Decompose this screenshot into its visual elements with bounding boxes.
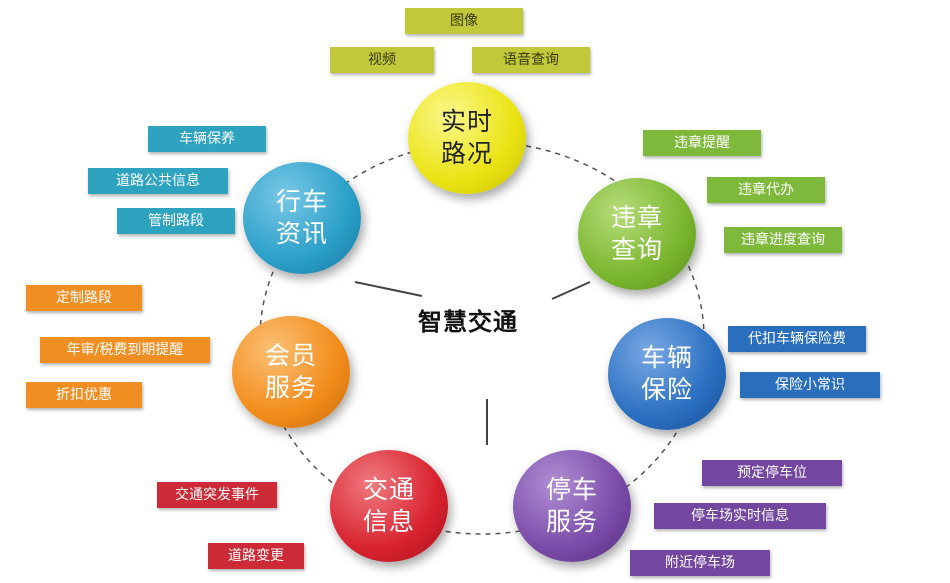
node-insurance[interactable]: 车辆 保险 (608, 318, 726, 430)
node-traffic[interactable]: 实时 路况 (408, 82, 526, 194)
node-news[interactable]: 行车 资讯 (243, 162, 361, 274)
node-parking[interactable]: 停车 服务 (513, 450, 631, 562)
node-member-label: 会员 服务 (264, 341, 317, 402)
tag-road-public-info[interactable]: 道路公共信息 (88, 168, 228, 194)
node-insurance-label: 车辆 保险 (640, 343, 693, 404)
tag-reserve-parking[interactable]: 预定停车位 (702, 460, 842, 486)
tag-nearby-parking[interactable]: 附近停车场 (630, 550, 770, 576)
tag-violation-progress[interactable]: 违章进度查询 (724, 227, 842, 253)
tag-insurance-tips[interactable]: 保险小常识 (740, 372, 880, 398)
node-news-label: 行车 资讯 (275, 187, 328, 248)
tag-violation-reminder[interactable]: 违章提醒 (643, 130, 761, 156)
node-info[interactable]: 交通 信息 (330, 450, 448, 562)
node-info-label: 交通 信息 (362, 475, 415, 536)
node-traffic-label: 实时 路况 (440, 107, 493, 168)
tag-traffic-incident[interactable]: 交通突发事件 (157, 482, 277, 508)
tag-video[interactable]: 视频 (330, 47, 434, 73)
tag-parking-realtime[interactable]: 停车场实时信息 (654, 503, 826, 529)
tag-insurance-deduct[interactable]: 代扣车辆保险费 (728, 326, 866, 352)
center-title: 智慧交通 (418, 308, 518, 336)
tag-renewal-reminder[interactable]: 年审/税费到期提醒 (40, 337, 210, 363)
tag-road-change[interactable]: 道路变更 (208, 543, 304, 569)
tag-vehicle-maintenance[interactable]: 车辆保养 (148, 126, 266, 152)
node-violation[interactable]: 违章 查询 (578, 178, 696, 290)
tag-custom-route[interactable]: 定制路段 (26, 285, 142, 311)
node-member[interactable]: 会员 服务 (232, 316, 350, 428)
node-violation-label: 违章 查询 (610, 203, 663, 264)
tag-discount[interactable]: 折扣优惠 (26, 382, 142, 408)
tag-violation-agent[interactable]: 违章代办 (707, 177, 825, 203)
tag-image[interactable]: 图像 (405, 8, 523, 34)
tag-controlled-section[interactable]: 管制路段 (117, 208, 235, 234)
node-parking-label: 停车 服务 (545, 475, 598, 536)
tag-voice-query[interactable]: 语音查询 (472, 47, 590, 73)
